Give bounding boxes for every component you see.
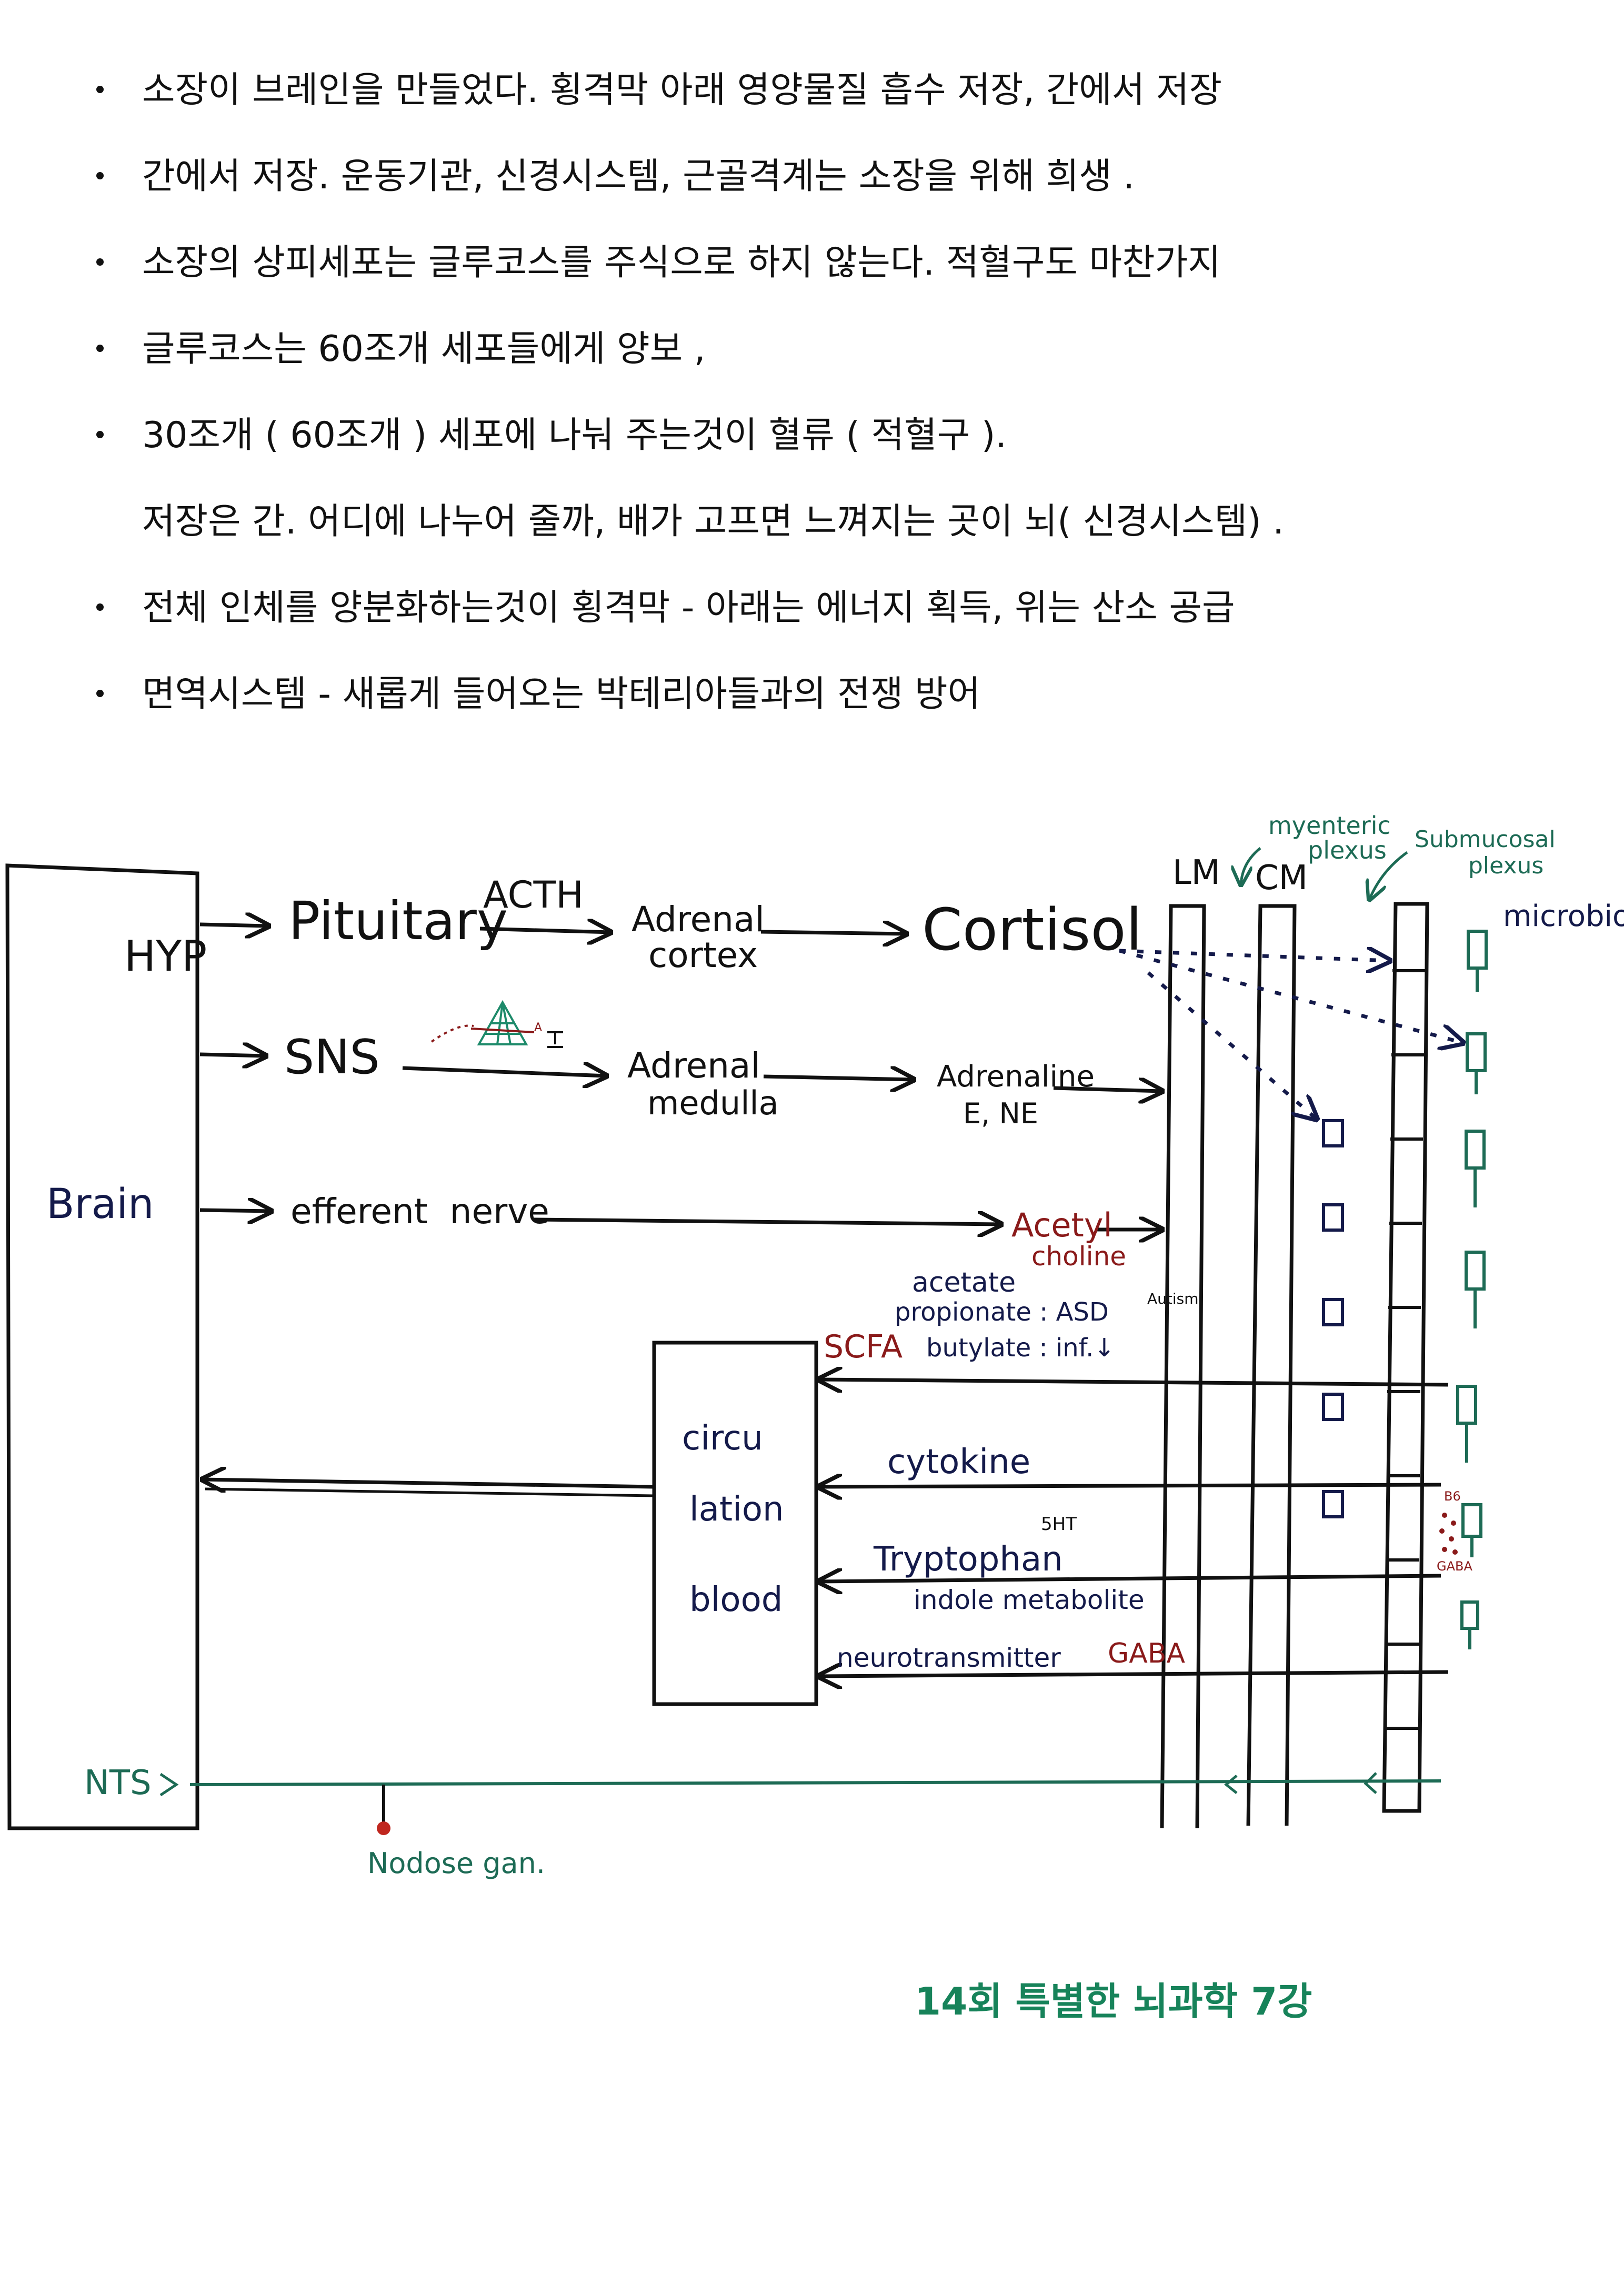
b6-label: B6: [1444, 1489, 1461, 1504]
arrow-tryptophan: [819, 1576, 1441, 1582]
note-line: 소장의 상피세포는 글루코스를 주식으로 하지 않는다. 적혈구도 마찬가지: [142, 242, 1221, 284]
dotted-arrow-to-submucosa: [1119, 951, 1390, 961]
submucosal-label-1: Submucosal: [1415, 826, 1556, 853]
indole-metabolite-label: indole metabolite: [914, 1585, 1145, 1615]
neurotransmitter-label: neurotransmitter: [837, 1643, 1061, 1673]
bullet-dot: [96, 345, 104, 352]
lm-label: LM: [1172, 853, 1220, 892]
enteric-cells: [1322, 1119, 1344, 1518]
arrow-circulation-brain: [203, 1479, 655, 1487]
microbiota-label: microbiota: [1503, 899, 1624, 933]
note-line: 저장은 간. 어디에 나누어 줄까, 배가 고프면 느껴지는 곳이 뇌( 신경시…: [142, 501, 1284, 542]
autism-label: Autism: [1147, 1290, 1199, 1307]
arrow-brain-sns: [199, 1054, 266, 1056]
bullet-dot: [96, 258, 104, 266]
arrow-sns-medulla: [402, 1068, 606, 1076]
brain-box: [5, 863, 199, 1830]
bullet-dot: [96, 172, 104, 179]
myenteric-label-1: myenteric: [1268, 811, 1391, 840]
arrow-adrenaline-lm: [1053, 1088, 1162, 1091]
circulation-box: [652, 1341, 818, 1706]
adrenal-cortex-label-2: cortex: [648, 935, 758, 975]
adrenal-medulla-label-1: Adrenal: [627, 1045, 760, 1086]
circulation-label-1: circu: [682, 1419, 763, 1458]
nodose-label: Nodose gan.: [367, 1847, 545, 1880]
tryptophan-label: Tryptophan: [873, 1540, 1063, 1579]
a-mark: A: [534, 1021, 542, 1034]
arrow-brain-efferent: [199, 1210, 271, 1211]
note-line: 소장이 브레인을 만들었다. 횡격막 아래 영양물질 흡수 저장, 간에서 저장: [142, 69, 1222, 111]
bullet-dot: [96, 690, 104, 697]
arrow-efferent-ach: [534, 1220, 1001, 1224]
brain-label: Brain: [46, 1181, 154, 1228]
arrow-hyp-pituitary: [199, 924, 268, 926]
5ht-label: 5HT: [1041, 1514, 1077, 1535]
note-line: 전체 인체를 양분화하는것이 횡격막 - 아래는 에너지 획득, 위는 산소 공…: [142, 587, 1235, 629]
cm-layer: [1246, 904, 1297, 1826]
nts-vagal-line: [189, 1779, 1441, 1786]
submucosa-layer: [1382, 902, 1429, 1813]
gaba-label: GABA: [1108, 1638, 1186, 1669]
dotted-arrow-to-microbiota: [1119, 949, 1463, 1043]
submucosal-label-2: plexus: [1468, 852, 1543, 879]
adrenal-cortex-label-1: Adrenal: [631, 899, 765, 940]
arrow-neurotransmitter: [819, 1672, 1449, 1676]
acetyl-label: Acetyl: [1011, 1206, 1112, 1244]
e-ne-label: E, NE: [963, 1097, 1038, 1130]
bullet-dot: [96, 86, 104, 93]
lm-layer: [1160, 904, 1206, 1829]
sns-label: SNS: [284, 1030, 380, 1085]
circulation-label-2: lation: [689, 1490, 784, 1529]
microbiota-icons: [1456, 930, 1488, 1649]
myenteric-label-2: plexus: [1308, 836, 1387, 864]
arrow-acth: [479, 929, 610, 932]
nodose-ganglion-dot: [377, 1821, 390, 1835]
cortisol-label: Cortisol: [922, 896, 1142, 963]
cm-label: CM: [1255, 859, 1308, 898]
gaba-dots: [1439, 1513, 1458, 1555]
hyp-label: HYP: [124, 932, 207, 981]
bullet-dot: [96, 603, 104, 611]
scfa-label: SCFA: [824, 1328, 903, 1365]
acetate-label: acetate: [912, 1267, 1016, 1298]
butylate-label: butylate : inf.↓: [926, 1333, 1115, 1363]
note-line: 면역시스템 - 새롭게 들어오는 박테리아들과의 전쟁 방어: [142, 673, 981, 715]
dotted-arrow-to-cell: [1147, 971, 1317, 1119]
choline-label: choline: [1031, 1241, 1126, 1272]
note-line: 간에서 저장. 운동기관, 신경시스템, 근골격계는 소장을 위해 희생 .: [142, 156, 1135, 197]
gaba-small-label: GABA: [1437, 1559, 1472, 1574]
adrenal-medulla-label-2: medulla: [647, 1084, 779, 1122]
circulation-label-3: blood: [689, 1580, 783, 1619]
arrow-cortex-cortisol: [760, 932, 906, 934]
adrenaline-label: Adrenaline: [937, 1060, 1095, 1094]
pituitary-label: Pituitary: [288, 890, 508, 952]
propionate-label: propionate : ASD: [895, 1297, 1109, 1327]
acth-label: ACTH: [483, 873, 584, 917]
cytokine-label: cytokine: [887, 1443, 1030, 1482]
nts-label: NTS: [84, 1764, 152, 1802]
lecture-footer: 14회 특별한 뇌과학 7강: [915, 1979, 1312, 2023]
note-line: 30조개 ( 60조개 ) 세포에 나눠 주는것이 혈류 ( 적혈구 ).: [142, 415, 1007, 456]
submucosal-arrow: [1369, 851, 1408, 900]
efferent-nerve-label: efferent nerve: [290, 1191, 549, 1232]
note-line: 글루코스는 60조개 세포들에게 양보 ,: [142, 328, 706, 370]
myenteric-arrow: [1241, 847, 1261, 885]
arrow-scfa: [819, 1379, 1449, 1385]
adrenal-gland-icon: [477, 1000, 528, 1045]
arrow-cytokine: [819, 1485, 1441, 1487]
bullet-dot: [96, 431, 104, 438]
arrow-medulla-adrenaline: [763, 1076, 914, 1080]
